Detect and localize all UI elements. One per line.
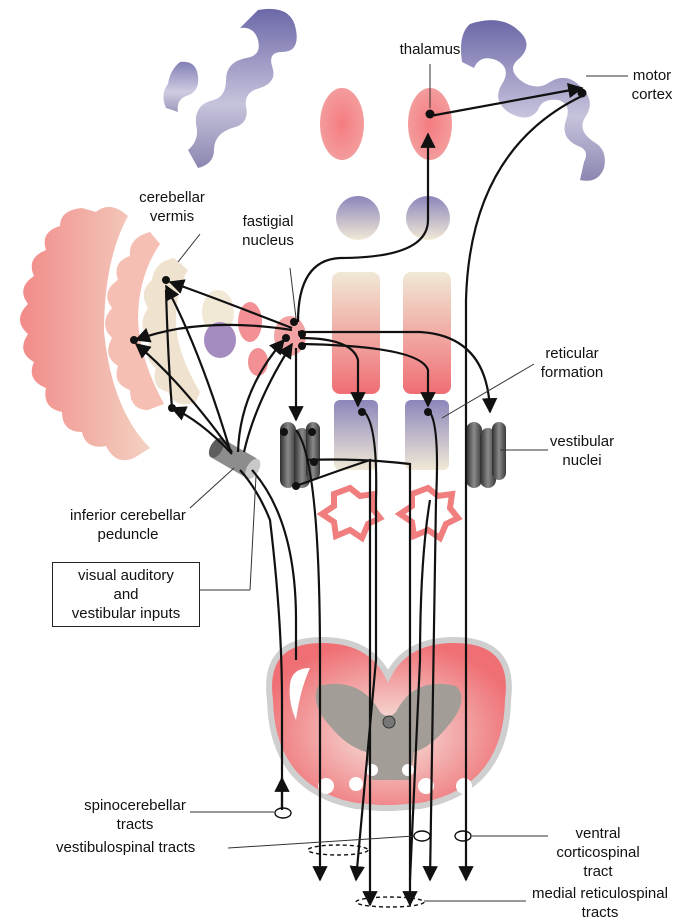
ventral-label-line3: tract (583, 863, 613, 880)
medial-reticulospinal-label: medial reticulospinal tracts (520, 884, 680, 922)
cortex-right (461, 20, 605, 181)
motor-cortex-label: motor cortex (620, 66, 684, 104)
pathways (134, 82, 584, 907)
sensory-inputs-line3: vestibular inputs (71, 605, 181, 622)
cerebellar-vermis-label: cerebellar vermis (124, 188, 220, 226)
medial-label-line2: tracts (581, 904, 619, 921)
neuron-dots (130, 88, 587, 490)
motor-cortex-label-line1: motor (632, 67, 672, 84)
cerebellar-vermis-label-line2: vermis (149, 208, 195, 225)
midbrain-nucleus-left (336, 196, 380, 240)
motor-cortex-label-line2: cortex (631, 86, 673, 103)
thalamus-label: thalamus (388, 40, 472, 59)
ventral-label-line2: corticospinal (556, 844, 640, 861)
fastigial-nucleus-label: fastigial nucleus (226, 212, 310, 250)
vestibular-nuclei-label-line1: vestibular (549, 433, 615, 450)
reticular-formation-label: reticular formation (530, 344, 614, 382)
spinocerebellar-label-line2: tracts (116, 816, 154, 833)
medial-label-line1: medial reticulospinal (532, 885, 668, 902)
thalamus-left (320, 88, 364, 160)
reticular-formation-label-line2: formation (540, 364, 604, 381)
thalamus-right (408, 88, 452, 160)
icp-label-line1: inferior cerebellar (70, 507, 186, 524)
vestibulospinal-tracts-label: vestibulospinal tracts (56, 838, 195, 857)
cerebellar-vermis-label-line1: cerebellar (139, 189, 205, 206)
icp-label-line2: peduncle (97, 526, 159, 543)
vestibular-nuclei-right (466, 422, 506, 488)
tract-markers (274, 807, 472, 908)
cerebellum (20, 206, 200, 461)
inferior-cerebellar-peduncle-label: inferior cerebellar peduncle (54, 506, 202, 544)
spinocerebellar-label-line1: spinocerebellar (84, 797, 186, 814)
ventral-corticospinal-label: ventral corticospinal tract (546, 824, 650, 881)
ventral-label-line1: ventral (575, 825, 621, 842)
leader-lines (177, 64, 628, 902)
vestibulospinal-label-text: vestibulospinal tracts (56, 839, 196, 856)
sensory-inputs-box: visual auditory and vestibular inputs (52, 562, 200, 627)
sensory-inputs-line2: and (113, 586, 139, 603)
medulla-column-right (405, 400, 449, 470)
fastigial-nucleus-label-line2: nucleus (242, 232, 294, 249)
olive-left (316, 484, 385, 543)
reticular-formation-label-line1: reticular (545, 345, 599, 362)
vestibular-nuclei-label-line2: nuclei (562, 452, 602, 469)
sensory-inputs-line1: visual auditory (78, 567, 174, 584)
spinal-cord (266, 636, 512, 811)
spinocerebellar-tracts-label: spinocerebellar tracts (80, 796, 190, 834)
vestibular-nuclei-label: vestibular nuclei (540, 432, 624, 470)
thalamus-label-text: thalamus (399, 41, 461, 58)
deep-cerebellar-nuclei (202, 290, 306, 376)
cortex-left (163, 8, 297, 168)
fastigial-nucleus-label-line1: fastigial (242, 213, 294, 230)
